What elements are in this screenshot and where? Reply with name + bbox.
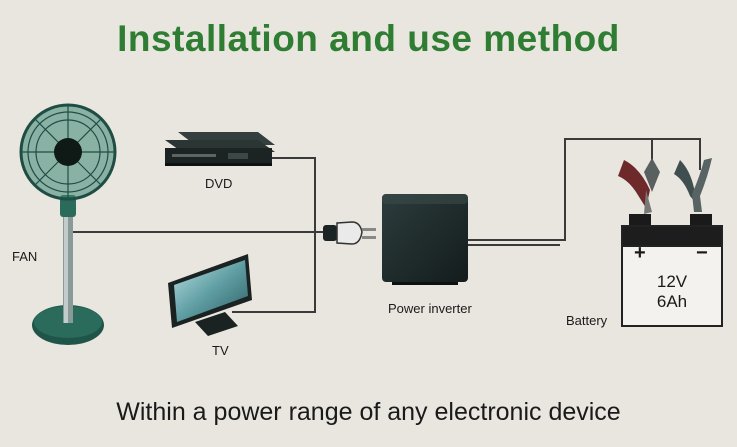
battery-label: Battery [566, 313, 608, 328]
wires [72, 138, 701, 313]
inverter-label: Power inverter [388, 301, 472, 316]
dvd-label: DVD [205, 176, 233, 191]
footer-caption: Within a power range of any electronic d… [116, 398, 621, 426]
battery-capacity: 6Ah [656, 292, 688, 311]
tv-monitor-icon [168, 254, 252, 336]
page-title: Installation and use method [117, 18, 620, 59]
battery-plus-sign: + [634, 242, 646, 264]
fan-label: FAN [12, 249, 38, 264]
battery-voltage: 12V [656, 272, 688, 291]
alligator-clip-icon [674, 158, 712, 212]
wire-inverter-battery [467, 138, 701, 241]
tv-label: TV [212, 343, 229, 358]
fan-icon [19, 103, 117, 345]
power-inverter-icon [382, 194, 468, 285]
battery-icon [621, 214, 723, 327]
battery-minus-sign: − [696, 242, 708, 264]
alligator-clip-icon [618, 158, 660, 214]
wire-dvd [272, 157, 316, 232]
wire-tv [232, 232, 316, 313]
dvd-player-icon [165, 132, 275, 166]
power-plug-icon [323, 221, 376, 245]
